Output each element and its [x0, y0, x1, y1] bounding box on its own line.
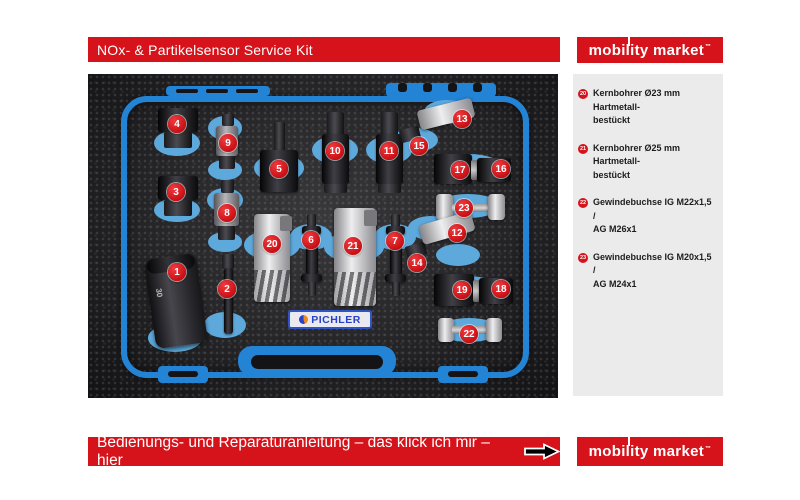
tool-shape: [327, 112, 344, 135]
header-bar: NOx- & Partikelsensor Service Kit: [88, 37, 560, 62]
case-hinge-slot: [448, 83, 457, 92]
tool-shape: [471, 160, 478, 180]
tool-shape: [280, 216, 292, 231]
tool-marker-10: 10: [326, 142, 344, 160]
pichler-brand-label: PICHLER: [288, 310, 372, 329]
logo-line-decoration: [628, 437, 630, 446]
tool-shape: [254, 270, 290, 302]
tool-shape: [301, 274, 322, 282]
brand-name: mobility market: [588, 443, 705, 460]
tool-marker-20: 20: [263, 235, 281, 253]
brand-logo-bottom: mobility market ™: [577, 437, 723, 466]
tool-marker-5: 5: [270, 160, 288, 178]
tool-marker-18: 18: [492, 280, 510, 298]
tool-shape: [488, 194, 505, 220]
tool-marker-23: 23: [455, 199, 473, 217]
tool-marker-9: 9: [219, 134, 237, 152]
tool-shape: [391, 214, 400, 227]
tool-marker-19: 19: [453, 281, 471, 299]
brand-logo-top: mobility market ™: [577, 37, 723, 63]
tool-shape: [334, 272, 376, 306]
logo-line-decoration: [628, 37, 630, 46]
case-hinge-slot: [398, 83, 407, 92]
footer-link-bar[interactable]: Bedienungs- und Reparaturanleitung – das…: [88, 434, 560, 469]
socket-size-marking: 30: [154, 287, 165, 298]
tool-shape: [324, 184, 347, 193]
legend-item-21: 21 Kernbohrer Ø25 mm Hartmetall-bestückt: [578, 142, 715, 183]
tool-marker-15: 15: [410, 137, 428, 155]
pichler-logo-icon: [299, 315, 309, 324]
tool-shape: [381, 112, 398, 135]
trademark-symbol: ™: [705, 44, 712, 50]
tool-marker-7: 7: [386, 232, 404, 250]
tool-shape: [386, 226, 405, 235]
tool-marker-22: 22: [460, 325, 478, 343]
pichler-logo-text: PICHLER: [311, 313, 361, 326]
trademark-symbol: ™: [705, 445, 712, 452]
tool-marker-14: 14: [408, 254, 426, 272]
tool-shape: [438, 318, 454, 342]
brand-name: mobility market: [588, 41, 705, 59]
tool-marker-6: 6: [302, 231, 320, 249]
page-title: NOx- & Partikelsensor Service Kit: [97, 41, 313, 58]
tool-shape: [222, 114, 234, 126]
case-handle-slot: [251, 355, 383, 369]
case-hinge-slot: [236, 89, 258, 93]
footer-link-text: Bedienungs- und Reparaturanleitung – das…: [97, 433, 490, 469]
tool-shape: [219, 156, 235, 169]
legend-item-22: 22 Gewindebuchse IG M22x1,5 /AG M26x1: [578, 196, 715, 237]
case-hinge-slot: [473, 83, 482, 92]
tool-shape: [436, 194, 453, 220]
legend-number-badge: 22: [578, 198, 588, 208]
case-hinge-right: [386, 83, 496, 97]
tool-marker-17: 17: [451, 161, 469, 179]
legend-item-text: Gewindebuchse IG M22x1,5 /AG M26x1: [593, 197, 712, 234]
arrow-right-icon: [524, 443, 560, 460]
tool-shape: [308, 282, 316, 296]
legend-item-text: Kernbohrer Ø23 mm Hartmetall-bestückt: [593, 88, 681, 125]
legend-item-20: 20 Kernbohrer Ø23 mm Hartmetall-bestückt: [578, 87, 715, 128]
tool-marker-2: 2: [218, 280, 236, 298]
tool-shape: [164, 200, 192, 216]
case-hinge-slot: [176, 89, 198, 93]
tool-shape: [222, 254, 234, 269]
tool-marker-21: 21: [344, 237, 362, 255]
tool-shape: [307, 214, 316, 227]
legend-item-23: 23 Gewindebuchse IG M20x1,5 /AG M24x1: [578, 251, 715, 292]
tool-shape: [385, 274, 406, 282]
legend-number-badge: 23: [578, 252, 588, 263]
tool-shape: [221, 180, 234, 193]
legend-item-text: Kernbohrer Ø25 mm Hartmetall-bestückt: [593, 142, 681, 180]
tool-shape: [378, 184, 401, 193]
tool-shape: [473, 280, 480, 302]
tool-shape: [224, 268, 233, 334]
legend-number-badge: 21: [578, 143, 588, 154]
case-latch-slot: [448, 371, 478, 377]
tool-marker-4: 4: [168, 115, 186, 133]
legend-item-text: Gewindebuchse IG M20x1,5 /AG M24x1: [593, 251, 712, 289]
tool-marker-16: 16: [492, 160, 510, 178]
case-hinge-slot: [206, 89, 228, 93]
tool-marker-13: 13: [453, 110, 471, 128]
tool-shape: [274, 122, 285, 152]
tool-shape: [218, 226, 235, 240]
tool-shape: [302, 226, 321, 235]
case-hinge-slot: [423, 83, 432, 92]
tool-shape: [486, 318, 502, 342]
tool-marker-11: 11: [380, 142, 398, 160]
tool-marker-8: 8: [218, 204, 236, 222]
tool-marker-3: 3: [167, 183, 185, 201]
tool-shape: [392, 282, 400, 296]
tool-shape: [164, 132, 192, 148]
tool-shape: [364, 210, 377, 226]
legend-number-badge: 20: [578, 89, 588, 99]
tool-marker-1: 1: [168, 263, 186, 281]
case-latch-slot: [168, 371, 198, 377]
finger-hole: [436, 244, 480, 266]
tool-marker-12: 12: [448, 224, 466, 242]
